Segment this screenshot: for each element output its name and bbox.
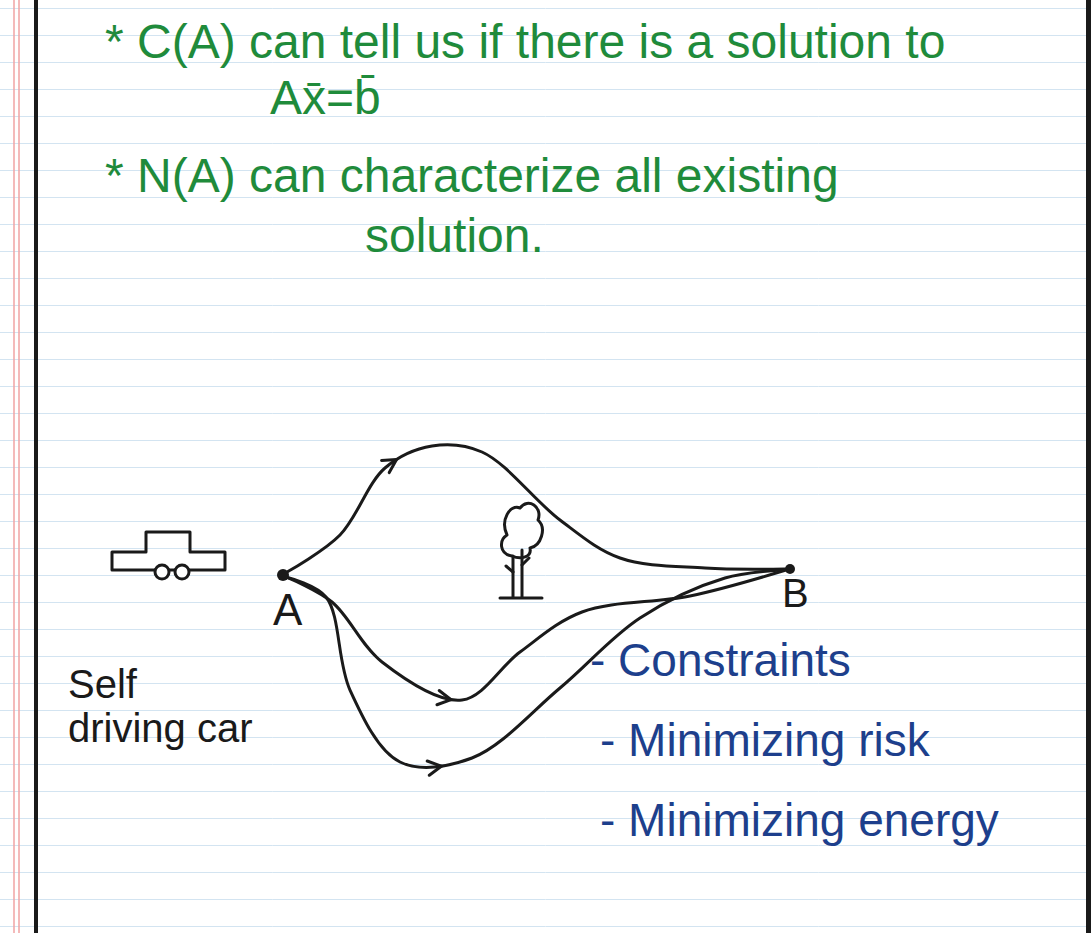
margin-line	[13, 0, 15, 933]
page-border	[1086, 0, 1091, 933]
arrowhead	[437, 691, 451, 705]
figure-caption: Self driving car	[68, 662, 258, 750]
list-item: - Minimizing risk	[600, 712, 930, 768]
list-item: - Minimizing energy	[600, 792, 999, 848]
route-path	[288, 445, 785, 572]
point-label: A	[273, 585, 285, 636]
point-label: B	[782, 570, 792, 616]
route-line	[288, 445, 785, 572]
car-body	[112, 532, 225, 570]
tree-trunk	[513, 550, 522, 597]
tree-sketch	[500, 503, 542, 598]
page-border	[34, 0, 38, 933]
arrowhead	[427, 761, 441, 775]
car-sketch	[112, 532, 225, 579]
route-point: A	[277, 569, 289, 581]
note-text: * C(A) can tell us if there is a solutio…	[105, 14, 965, 126]
list-item: - Constraints	[590, 632, 851, 688]
note-text: * N(A) can characterize all existing sol…	[105, 146, 865, 266]
margin-line	[18, 0, 20, 933]
arrowhead	[382, 459, 397, 472]
car-wheel	[175, 565, 189, 579]
tree-branch	[506, 558, 529, 572]
car-wheel	[155, 565, 169, 579]
route-point: B	[785, 564, 795, 574]
ground-line	[500, 597, 542, 600]
